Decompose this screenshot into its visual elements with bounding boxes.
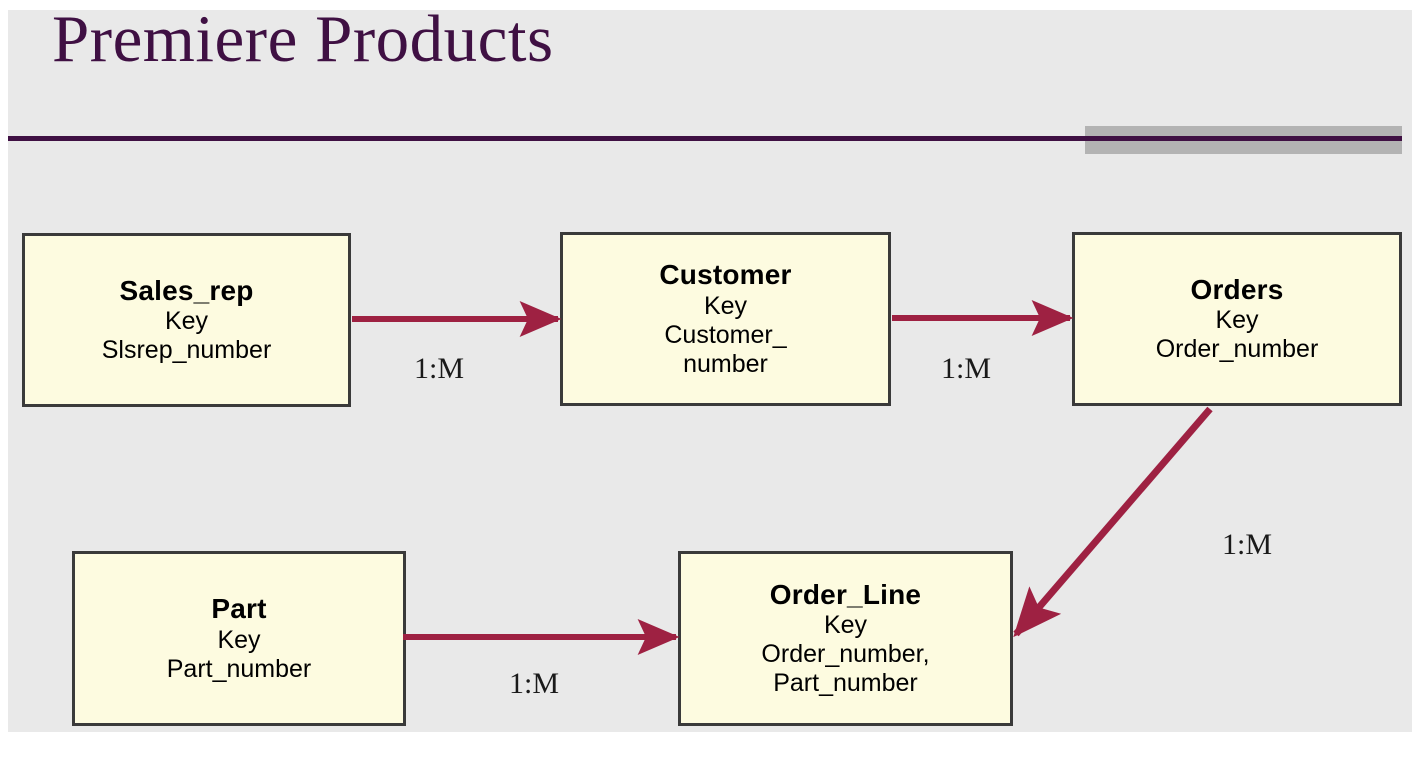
entity-box-order-line[interactable]: Order_Line Key Order_number, Part_number: [678, 551, 1013, 726]
entity-attributes: Part_number: [166, 654, 312, 683]
entity-box-part[interactable]: Part Key Part_number: [72, 551, 406, 726]
entity-name: Part: [211, 593, 267, 625]
entity-name: Order_Line: [769, 578, 922, 610]
entity-name: Sales_rep: [119, 274, 254, 306]
entity-attributes: Customer_ number: [664, 320, 787, 378]
entity-attributes: Order_number, Part_number: [761, 640, 930, 698]
entity-box-sales-rep[interactable]: Sales_rep Key Slsrep_number: [22, 233, 351, 407]
entity-key-label: Key: [823, 611, 868, 640]
entity-box-orders[interactable]: Orders Key Order_number: [1072, 232, 1402, 406]
entity-box-customer[interactable]: Customer Key Customer_ number: [560, 232, 891, 406]
cardinality-label-orders-order-line: 1:M: [1222, 528, 1273, 561]
cardinality-label-customer-orders: 1:M: [941, 352, 992, 385]
entity-name: Orders: [1190, 273, 1284, 305]
entity-attributes: Slsrep_number: [101, 336, 272, 365]
entity-attributes: Order_number: [1155, 335, 1319, 364]
entity-key-label: Key: [164, 307, 209, 336]
entity-key-label: Key: [217, 625, 261, 654]
cardinality-label-sales-rep-customer: 1:M: [414, 352, 465, 385]
entity-name: Customer: [659, 259, 792, 291]
page-title: Premiere Products: [52, 2, 554, 76]
cardinality-label-part-order-line: 1:M: [509, 667, 560, 700]
entity-key-label: Key: [1215, 306, 1259, 335]
title-divider: [8, 136, 1402, 141]
entity-key-label: Key: [703, 291, 748, 320]
